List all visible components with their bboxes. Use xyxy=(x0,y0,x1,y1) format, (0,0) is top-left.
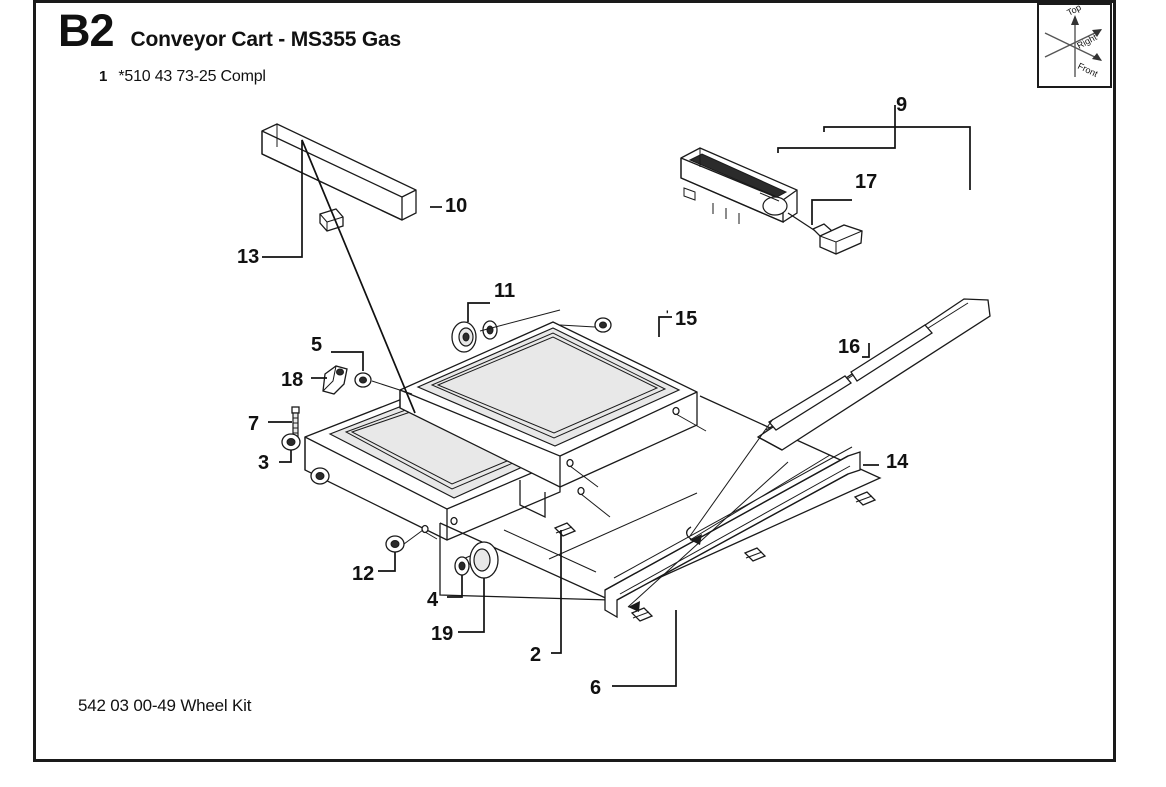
part-wheel-small xyxy=(451,320,498,353)
section-code: B2 xyxy=(58,5,115,56)
callout-7: 7 xyxy=(248,413,259,435)
part-channel-rail xyxy=(604,446,861,619)
callout-13: 13 xyxy=(237,246,259,268)
part-washer-5 xyxy=(354,372,372,388)
page-title: Conveyor Cart - MS355 Gas xyxy=(130,28,402,51)
callout-18: 18 xyxy=(281,369,303,391)
callout-15: 15 xyxy=(675,308,697,330)
view-orientation-indicator: Top Right Front xyxy=(1037,2,1112,88)
callout-3: 3 xyxy=(258,452,269,474)
callout-16: 16 xyxy=(838,336,860,358)
callout-numbers: 10 13 9 17 11 15 16 5 18 7 3 14 12 4 19 … xyxy=(237,94,909,699)
page-border xyxy=(33,0,1116,762)
part-ramp-rail xyxy=(756,298,991,451)
callout-12: 12 xyxy=(352,563,374,585)
callout-6: 6 xyxy=(590,677,601,699)
callout-15-tick: ' xyxy=(666,309,669,321)
item-part-number: *510 43 73-25 Compl xyxy=(118,68,266,85)
part-nut-12 xyxy=(385,535,405,553)
part-bracket-assembly xyxy=(680,147,798,224)
part-nut-3 xyxy=(281,433,301,451)
callout-17: 17 xyxy=(855,171,877,193)
part-bent-bracket xyxy=(322,365,348,395)
part-nut-deck xyxy=(310,467,330,485)
part-screws xyxy=(553,491,877,622)
part-handle-bar xyxy=(261,123,417,221)
callout-9: 9 xyxy=(896,94,907,116)
callout-2: 2 xyxy=(530,644,541,666)
callout-14: 14 xyxy=(886,451,909,473)
callout-4: 4 xyxy=(427,589,439,611)
leader-lines xyxy=(262,105,971,687)
part-nut-tray xyxy=(594,317,612,333)
page-border-top xyxy=(33,0,1116,3)
callout-11: 11 xyxy=(494,280,515,302)
callout-19: 19 xyxy=(431,623,453,645)
item-row: 1 *510 43 73-25 Compl xyxy=(99,68,266,86)
page-header: B2 Conveyor Cart - MS355 Gas xyxy=(58,8,401,53)
part-wheel-large xyxy=(454,541,499,579)
item-number: 1 xyxy=(99,68,108,85)
callout-10: 10 xyxy=(445,195,467,217)
diagram-caption: 542 03 00-49 Wheel Kit xyxy=(78,696,252,715)
callout-5: 5 xyxy=(311,334,322,356)
part-t-handle-knob xyxy=(787,212,863,255)
part-upper-tray xyxy=(399,321,698,519)
